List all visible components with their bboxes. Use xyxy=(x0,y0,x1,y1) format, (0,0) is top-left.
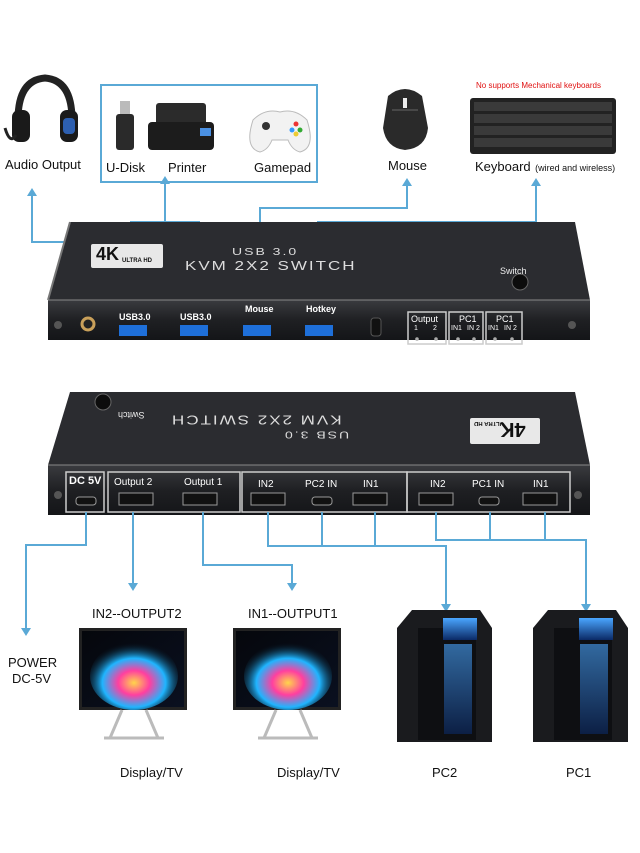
in1-output1-label: IN1--OUTPUT1 xyxy=(248,606,338,621)
rear-title-line2: KVM 2X2 SWITCH xyxy=(170,412,342,427)
monitor-1-icon xyxy=(79,628,187,740)
power-dc5v-label: DC-5V xyxy=(12,671,52,686)
front-usb-b-label: USB3.0 xyxy=(180,312,212,322)
monitor-2-icon xyxy=(233,628,341,740)
front-output-1-label: 1 xyxy=(414,325,418,332)
pc1-label: PC1 xyxy=(566,765,592,780)
usb-device-frame xyxy=(100,84,318,183)
front-in2-label-a: IN 2 xyxy=(467,325,480,332)
front-mouse-port-label: Mouse xyxy=(245,304,274,314)
keyboard-icon xyxy=(470,98,616,154)
in2-output2-label: IN2--OUTPUT2 xyxy=(92,606,182,621)
rear-in2-label-b: IN2 xyxy=(430,479,446,490)
rear-pc1-in-label: PC1 IN xyxy=(472,479,505,490)
front-pc1-label-a: PC1 xyxy=(459,314,477,324)
rear-switch-label: Switch xyxy=(118,410,145,420)
rear-ultrahd-logo: ULTRA HD xyxy=(474,420,504,426)
gamepad-label: Gamepad xyxy=(254,160,312,175)
usb-drive-icon xyxy=(116,101,134,150)
front-hotkey-port-label: Hotkey xyxy=(306,304,337,314)
front-usb-a-label: USB3.0 xyxy=(119,312,151,322)
udisk-label: U-Disk xyxy=(106,160,145,175)
headset-icon xyxy=(3,74,78,142)
kvm-rear-unit xyxy=(48,392,590,515)
rear-output1-label: Output 1 xyxy=(184,477,223,488)
mouse-icon xyxy=(383,89,428,150)
rear-pc2-in-label: PC2 IN xyxy=(305,479,338,490)
pc2-tower-icon xyxy=(397,610,492,742)
connection-lines-bottom xyxy=(25,512,587,630)
printer-icon xyxy=(148,103,214,150)
front-pc1-label-b: PC1 xyxy=(496,314,514,324)
keyboard-label-group: Keyboard (wired and wireless) xyxy=(475,158,615,176)
gamepad-icon xyxy=(249,110,311,153)
keyboard-note: (wired and wireless) xyxy=(535,163,616,173)
rear-output2-label: Output 2 xyxy=(114,477,153,488)
front-in1-label-b: IN1 xyxy=(488,325,499,332)
rear-in1-label-a: IN1 xyxy=(363,479,379,490)
front-title-line1: USB 3.0 xyxy=(232,245,299,257)
front-4k-logo: 4K xyxy=(96,244,120,264)
front-output-2-label: 2 xyxy=(433,325,437,332)
rear-in1-label-b: IN1 xyxy=(533,479,549,490)
power-label: POWER xyxy=(8,655,58,670)
rear-dc5v-label: DC 5V xyxy=(69,475,102,487)
mouse-label: Mouse xyxy=(388,158,428,173)
printer-label: Printer xyxy=(168,160,207,175)
keyboard-warning: No supports Mechanical keyboards xyxy=(476,81,601,90)
display2-label: Display/TV xyxy=(277,765,340,780)
front-title-line2: KVM 2X2 SWITCH xyxy=(185,258,357,273)
front-switch-label: Switch xyxy=(500,266,527,276)
kvm-front-unit xyxy=(47,221,590,345)
audio-output-label: Audio Output xyxy=(5,157,81,172)
front-ir-label: IR xyxy=(372,339,381,349)
front-ultrahd-logo: ULTRA HD xyxy=(122,258,152,264)
rear-title-line1: USB 3.0 xyxy=(283,429,350,441)
keyboard-label: Keyboard xyxy=(475,159,531,174)
pc1-tower-icon xyxy=(533,610,628,742)
front-in2-label-b: IN 2 xyxy=(504,325,517,332)
display1-label: Display/TV xyxy=(120,765,183,780)
front-output-label: Output xyxy=(411,314,439,324)
pc2-label: PC2 xyxy=(432,765,458,780)
rear-in2-label-a: IN2 xyxy=(258,479,274,490)
front-in1-label-a: IN1 xyxy=(451,325,462,332)
